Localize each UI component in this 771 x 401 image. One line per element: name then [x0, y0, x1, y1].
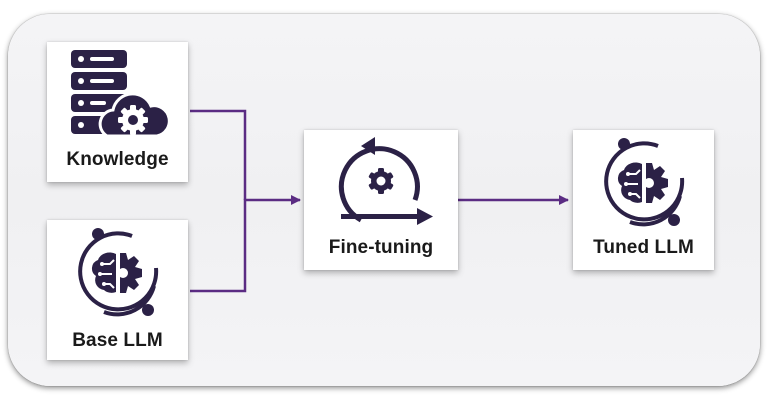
knowledge-label: Knowledge: [66, 149, 169, 170]
database-gear-icon: [71, 50, 171, 138]
edge-base-llm-to-fine-tuning: [190, 195, 301, 293]
base-llm-label: Base LLM: [72, 330, 163, 351]
cycle-gear-arrow-icon: [338, 137, 433, 225]
base-llm-node: Base LLM: [47, 220, 188, 360]
tuned-llm-node: Tuned LLM: [573, 130, 714, 270]
fine-tuning-label: Fine-tuning: [328, 237, 434, 258]
tuned-llm-label: Tuned LLM: [593, 237, 694, 258]
brain-gear-icon: [604, 138, 685, 227]
fine-tuning-node: Fine-tuning: [304, 130, 458, 270]
edge-knowledge-to-fine-tuning: [190, 109, 247, 200]
knowledge-node: Knowledge: [47, 42, 188, 182]
brain-gear-icon: [78, 228, 159, 317]
